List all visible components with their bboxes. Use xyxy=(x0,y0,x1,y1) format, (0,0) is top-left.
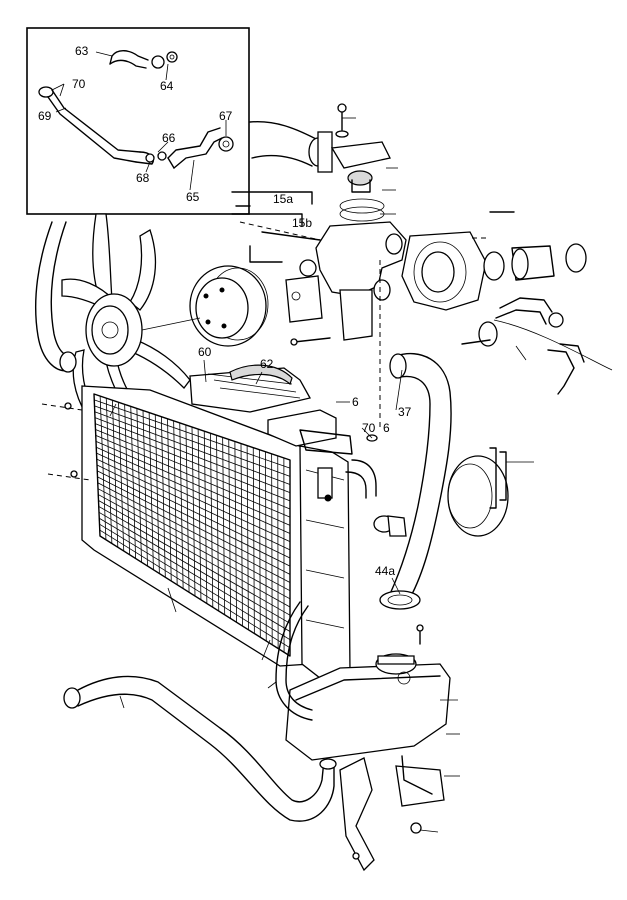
callout-44a: 44a xyxy=(375,564,395,578)
callout-6a: 6 xyxy=(352,395,359,409)
radiator xyxy=(41,385,353,679)
radiator-neck-parts xyxy=(345,434,407,537)
callout-68: 68 xyxy=(136,171,150,185)
leader-lines xyxy=(109,117,460,833)
left-upper-hose xyxy=(34,221,77,373)
fan-shroud xyxy=(189,364,311,413)
rear-housing-and-hoses xyxy=(401,211,613,395)
callout-labels: 63 64 70 69 66 67 68 65 15a 15b 60 62 6 … xyxy=(38,44,412,578)
callout-60: 60 xyxy=(198,345,212,359)
thermostat-assembly xyxy=(330,103,391,222)
cooling-fan xyxy=(61,213,201,427)
callout-64: 64 xyxy=(160,79,174,93)
callout-65: 65 xyxy=(186,190,200,204)
pump-pulley xyxy=(189,265,269,347)
callout-15b: 15b xyxy=(292,216,312,230)
upper-radiator-hose xyxy=(249,120,333,173)
alternator-pulley xyxy=(447,447,534,537)
callout-6b: 6 xyxy=(383,421,390,435)
callout-63: 63 xyxy=(75,44,89,58)
callout-66: 66 xyxy=(162,131,176,145)
callout-15a: 15a xyxy=(273,192,293,206)
overflow-hose xyxy=(275,601,313,721)
callout-37: 37 xyxy=(398,405,412,419)
expansion-tank xyxy=(285,624,451,872)
lower-hose-bottom xyxy=(63,675,337,822)
callout-62: 62 xyxy=(260,357,274,371)
callout-70: 70 xyxy=(362,421,376,435)
callout-69: 69 xyxy=(38,109,52,123)
water-pump xyxy=(239,221,407,430)
callout-70-inset: 70 xyxy=(72,77,86,91)
sensor-bracket xyxy=(231,191,321,263)
callout-67: 67 xyxy=(219,109,233,123)
inset-detail-box xyxy=(26,27,250,215)
lower-radiator-hose-right xyxy=(379,352,452,610)
